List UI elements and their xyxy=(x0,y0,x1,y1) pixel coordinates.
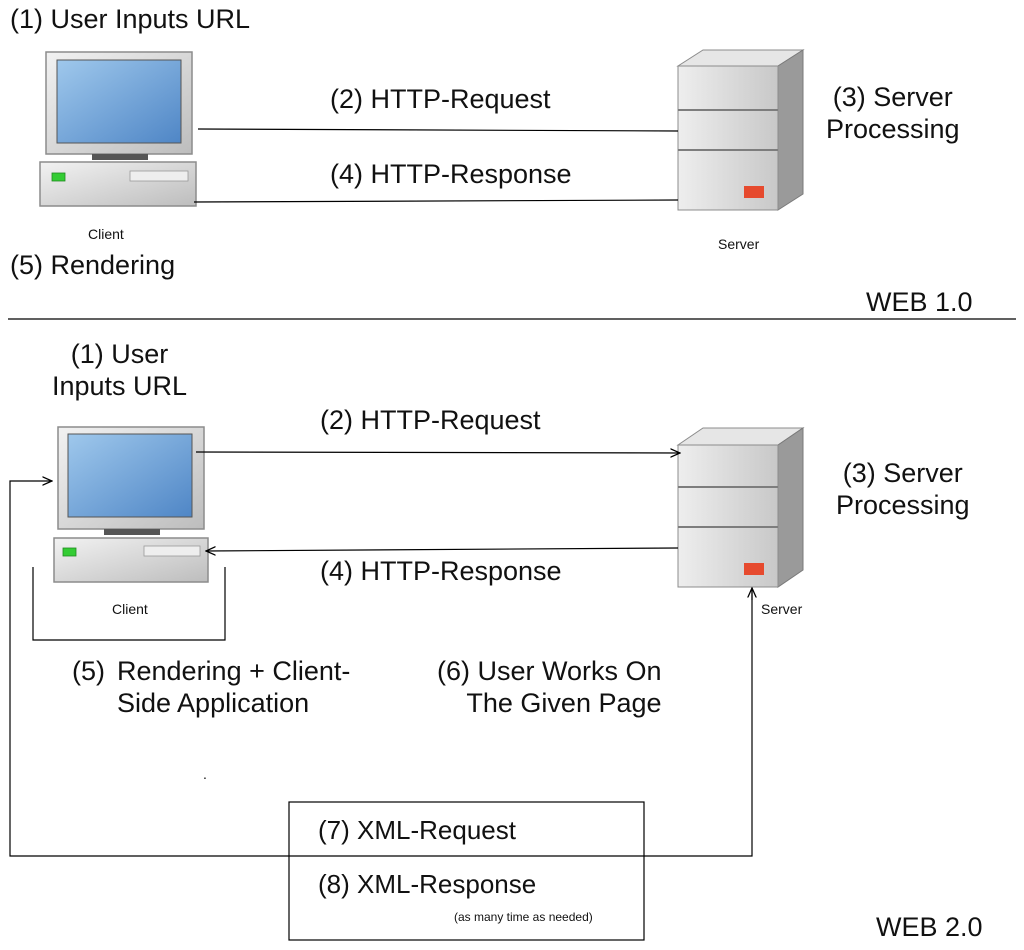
web1-step1-label: (1) User Inputs URL xyxy=(10,4,251,34)
web2-step1-label: (1) User Inputs URL xyxy=(52,339,188,401)
web1-step5-label: (5) Rendering xyxy=(10,250,176,280)
web1-step3-label: (3) Server Processing xyxy=(826,82,960,144)
web2-step5-label: Rendering + Client- Side Application xyxy=(117,656,351,718)
computer-icon xyxy=(53,426,209,583)
xml-loop-line xyxy=(9,481,753,857)
server-icon xyxy=(676,427,805,588)
client-loop xyxy=(32,567,226,641)
web2-step2-label: (2) HTTP-Request xyxy=(320,405,541,435)
computer-icon xyxy=(39,51,197,207)
web2-stray-mark: . xyxy=(203,766,207,782)
web2-step6-label: (6) User Works On The Given Page xyxy=(437,656,662,718)
web1-step4-label: (4) HTTP-Response xyxy=(330,159,572,189)
web2-client-label: Client xyxy=(112,601,148,617)
web2-step5-prefix: (5) xyxy=(72,656,105,686)
web2-note-label: (as many time as needed) xyxy=(454,910,593,924)
web2-step7-label: (7) XML-Request xyxy=(318,815,516,845)
web2-server-label: Server xyxy=(761,601,803,617)
http-response-line xyxy=(193,199,679,203)
web2-step3-label: (3) Server Processing xyxy=(836,458,970,520)
http-request-arrow xyxy=(195,452,680,453)
web1-client-label: Client xyxy=(88,226,124,242)
web2-step8-label: (8) XML-Response xyxy=(318,869,537,899)
web1-server-label: Server xyxy=(718,236,760,252)
web1-step2-label: (2) HTTP-Request xyxy=(330,84,551,114)
xml-box xyxy=(288,801,645,941)
http-response-arrow xyxy=(206,548,679,551)
web2-step4-label: (4) HTTP-Response xyxy=(320,556,562,586)
server-icon xyxy=(676,49,805,211)
web2-title: WEB 2.0 xyxy=(876,912,983,942)
web1-title: WEB 1.0 xyxy=(866,287,973,317)
http-request-line xyxy=(197,128,679,132)
